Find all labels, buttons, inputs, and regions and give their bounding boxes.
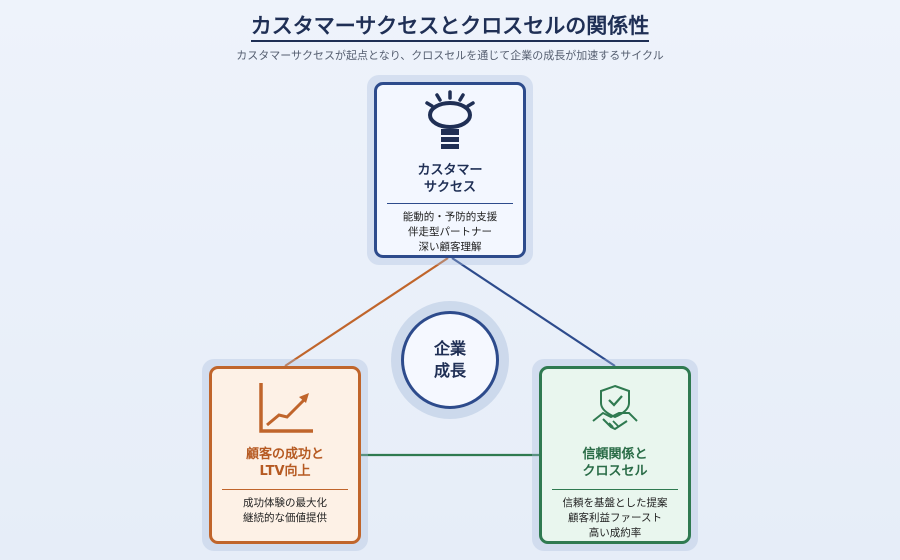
center-label: 企業 成長 [433,339,466,380]
node-customer-ltv: 顧客の成功と LTV向上 成功体験の最大化 継続的な価値提供 [209,366,361,544]
node-description: 信頼を基盤とした提案 顧客利益ファースト 高い成約率 [562,497,668,539]
divider [222,489,348,490]
node-description: 能動的・予防的支援 伴走型パートナー 深い顧客理解 [402,211,498,253]
link-success-to-ltv [284,257,449,367]
center-growth-circle: 企業 成長 [401,311,499,409]
node-customer-success: カスタマー サクセス 能動的・予防的支援 伴走型パートナー 深い顧客理解 [374,82,526,258]
node-title: 信頼関係と クロスセル [582,447,648,479]
lightbulb-icon [377,89,523,155]
divider [552,489,678,490]
page-title: カスタマーサクセスとクロスセルの関係性 [0,10,900,42]
page-subtitle: カスタマーサクセスが起点となり、クロスセルを通じて企業の成長が加速するサイクル [236,49,664,62]
node-title: カスタマー サクセス [417,163,483,195]
node-description: 成功体験の最大化 継続的な価値提供 [243,497,327,524]
node-trust-crosssell: 信頼関係と クロスセル 信頼を基盤とした提案 顧客利益ファースト 高い成約率 [539,366,691,544]
handshake-shield-icon [542,383,688,435]
growth-chart-icon [212,379,358,437]
link-success-to-crosssell [451,257,616,367]
divider [387,203,513,204]
node-title: 顧客の成功と LTV向上 [245,447,324,479]
